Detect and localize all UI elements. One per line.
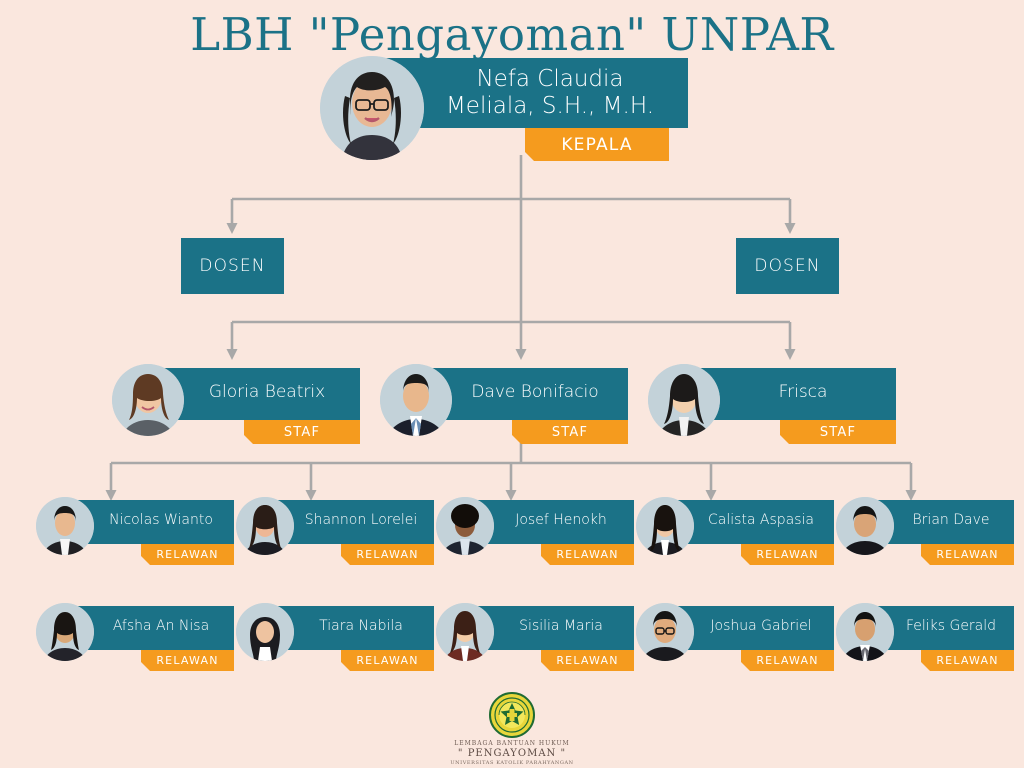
relawan-badge: RELAWAN [341, 650, 434, 671]
node-kepala[interactable]: Nefa Claudia Meliala, S.H., M.H. KEPALA [320, 56, 688, 168]
relawan-avatar[interactable] [836, 603, 894, 661]
relawan-name: Joshua Gabriel [710, 618, 812, 634]
relawan-name: Afsha An Nisa [112, 618, 210, 634]
relawan-name: Nicolas Wianto [109, 512, 213, 528]
staf-avatar[interactable] [380, 364, 452, 436]
relawan-name: Tiara Nabila [319, 618, 403, 634]
staf-name: Frisca [778, 382, 828, 402]
node-relawan-joshua-gabriel[interactable]: Joshua Gabriel RELAWAN [636, 603, 836, 672]
staf-badge: STAF [780, 420, 896, 444]
relawan-name: Sisilia Maria [519, 618, 603, 634]
staf-name: Dave Bonifacio [471, 382, 599, 402]
relawan-avatar[interactable] [836, 497, 894, 555]
node-dosen-left[interactable]: DOSEN [181, 238, 284, 294]
relawan-badge: RELAWAN [921, 544, 1014, 565]
staf-avatar[interactable] [648, 364, 720, 436]
unpar-seal-icon [489, 692, 535, 738]
relawan-badge: RELAWAN [741, 544, 834, 565]
relawan-avatar[interactable] [636, 497, 694, 555]
staf-badge: STAF [512, 420, 628, 444]
relawan-badge: RELAWAN [921, 650, 1014, 671]
node-relawan-tiara-nabila[interactable]: Tiara Nabila RELAWAN [236, 603, 436, 672]
kepala-name-line2: Meliala, S.H., M.H. [445, 93, 655, 120]
node-relawan-sisilia-maria[interactable]: Sisilia Maria RELAWAN [436, 603, 636, 672]
footer-logo-line3: UNIVERSITAS KATOLIK PARAHYANGAN [450, 760, 574, 766]
relawan-badge: RELAWAN [141, 650, 234, 671]
relawan-name: Feliks Gerald [905, 618, 997, 634]
node-relawan-afsha-an-nisa[interactable]: Afsha An Nisa RELAWAN [36, 603, 236, 672]
relawan-name: Brian Dave [912, 512, 990, 528]
relawan-avatar[interactable] [36, 497, 94, 555]
kepala-name-line1: Nefa Claudia [476, 66, 624, 92]
relawan-name: Calista Aspasia [707, 512, 815, 528]
node-relawan-shannon-lorelei[interactable]: Shannon Lorelei RELAWAN [236, 497, 436, 566]
relawan-badge: RELAWAN [541, 650, 634, 671]
relawan-avatar[interactable] [436, 497, 494, 555]
relawan-badge: RELAWAN [341, 544, 434, 565]
kepala-name: Nefa Claudia Meliala, S.H., M.H. [425, 66, 675, 120]
footer-logo-line2: " PENGAYOMAN " [457, 748, 567, 759]
page-title: LBH "Pengayoman" UNPAR [190, 8, 834, 61]
relawan-badge: RELAWAN [741, 650, 834, 671]
footer-logo-line1: LEMBAGA BANTUAN HUKUM [454, 740, 570, 747]
node-staf-frisca[interactable]: Frisca STAF [648, 364, 898, 444]
node-staf-gloria-beatrix[interactable]: Gloria Beatrix STAF [112, 364, 362, 444]
staf-badge: STAF [244, 420, 360, 444]
node-dosen-right[interactable]: DOSEN [736, 238, 839, 294]
relawan-avatar[interactable] [636, 603, 694, 661]
node-relawan-calista-aspasia[interactable]: Calista Aspasia RELAWAN [636, 497, 836, 566]
kepala-badge: KEPALA [525, 128, 669, 161]
relawan-avatar[interactable] [436, 603, 494, 661]
relawan-badge: RELAWAN [541, 544, 634, 565]
node-relawan-brian-dave[interactable]: Brian Dave RELAWAN [836, 497, 1024, 566]
footer-logo: LEMBAGA BANTUAN HUKUM " PENGAYOMAN " UNI… [0, 692, 1024, 766]
staf-avatar[interactable] [112, 364, 184, 436]
relawan-name: Shannon Lorelei [304, 512, 418, 528]
node-relawan-josef-henokh[interactable]: Josef Henokh RELAWAN [436, 497, 636, 566]
node-staf-dave-bonifacio[interactable]: Dave Bonifacio STAF [380, 364, 630, 444]
node-relawan-nicolas-wianto[interactable]: Nicolas Wianto RELAWAN [36, 497, 236, 566]
kepala-avatar[interactable] [320, 56, 424, 160]
relawan-badge: RELAWAN [141, 544, 234, 565]
node-relawan-feliks-gerald[interactable]: Feliks Gerald RELAWAN [836, 603, 1024, 672]
relawan-name: Josef Henokh [515, 512, 607, 528]
relawan-avatar[interactable] [36, 603, 94, 661]
relawan-avatar[interactable] [236, 497, 294, 555]
staf-name: Gloria Beatrix [208, 382, 326, 402]
relawan-avatar[interactable] [236, 603, 294, 661]
